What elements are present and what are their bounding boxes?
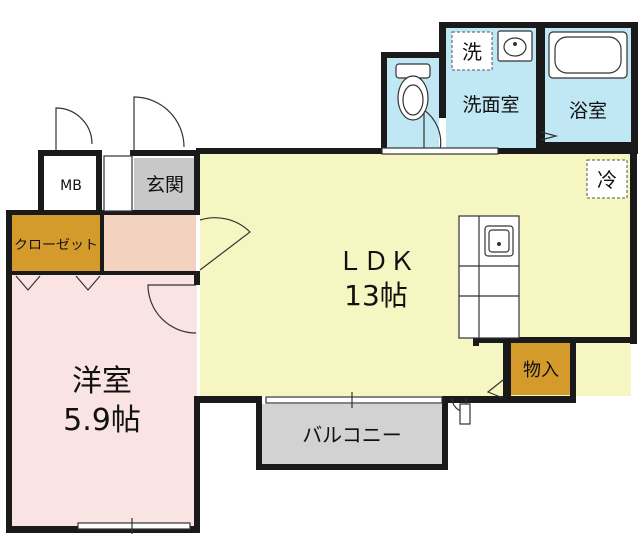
mb-label: MB [60,178,82,194]
fixtures [395,30,628,339]
doors [15,96,559,534]
closet-label: クローゼット [14,238,98,253]
bedroom-size: 5.9帖 [63,403,141,438]
ldk-size: 13帖 [344,279,408,312]
entry-hall-area [104,215,196,271]
washer-mark: 洗 [462,40,482,64]
genkan-area [134,158,196,210]
balcony-area [262,404,442,466]
fridge-space [586,159,628,199]
balcony-label: バルコニー [302,423,402,447]
storage-label: 物入 [523,360,559,381]
mb-area [44,158,96,210]
bedroom-label: 洋室 [72,364,132,399]
ldk-label: ＬＤＫ [337,247,415,277]
washer-space [451,31,493,71]
sink-icon [484,225,514,257]
bedroom-area [12,272,197,527]
closet-area [12,215,100,271]
storage-area [511,343,571,395]
genkan-label: 玄関 [146,174,184,196]
fridge-mark: 冷 [597,168,617,192]
bathtub-icon [548,31,628,79]
washroom-label: 洗面室 [462,94,519,116]
bathroom-label: 浴室 [569,100,607,122]
